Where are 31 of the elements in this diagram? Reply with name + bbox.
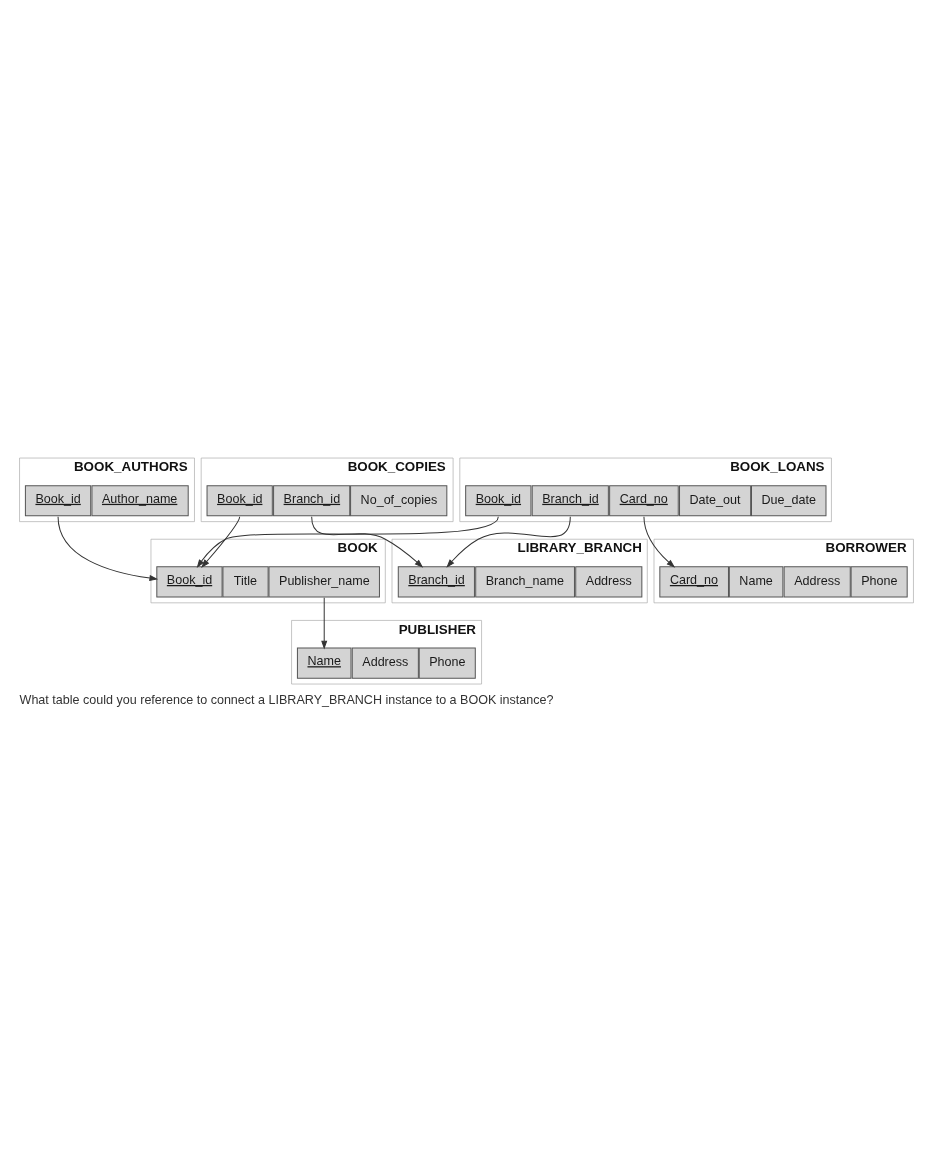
node-box: Branch_name	[475, 566, 575, 598]
arrow	[321, 597, 328, 649]
node-box: Date_out	[679, 485, 752, 517]
node-box: Book_id	[156, 566, 223, 598]
arrow	[311, 516, 423, 568]
node-box: Book_id	[24, 485, 92, 517]
node-box: Book_id	[465, 485, 532, 517]
node-box: Phone	[850, 566, 908, 598]
node-box: Phone	[418, 647, 476, 679]
arrow	[197, 516, 499, 568]
node-box: Author_name	[91, 485, 189, 517]
node-box: Publisher_name	[268, 566, 380, 598]
node-box: Address	[783, 566, 851, 598]
arrow	[643, 516, 675, 568]
node-box: Title	[222, 566, 269, 598]
node-box: Address	[575, 566, 643, 598]
node-box: Address	[351, 647, 419, 679]
node-box: No_of_copies	[350, 485, 448, 517]
node-box: Book_id	[206, 485, 273, 517]
arrow	[201, 516, 241, 568]
node-box: Due_date	[751, 485, 827, 517]
arrow	[57, 516, 158, 581]
node-box: Card_no	[659, 566, 729, 598]
node-box: Branch_id	[397, 566, 475, 598]
caption: What table could you reference to connect a LIBRARY_BRANCH instance to a BOOK instance?	[19, 693, 554, 708]
node-box: Name	[728, 566, 784, 598]
node-box: Card_no	[609, 485, 679, 517]
arrow	[446, 516, 571, 568]
node-box: Branch_id	[273, 485, 351, 517]
node-box: Name	[296, 647, 352, 679]
node-box: Branch_id	[531, 485, 609, 517]
